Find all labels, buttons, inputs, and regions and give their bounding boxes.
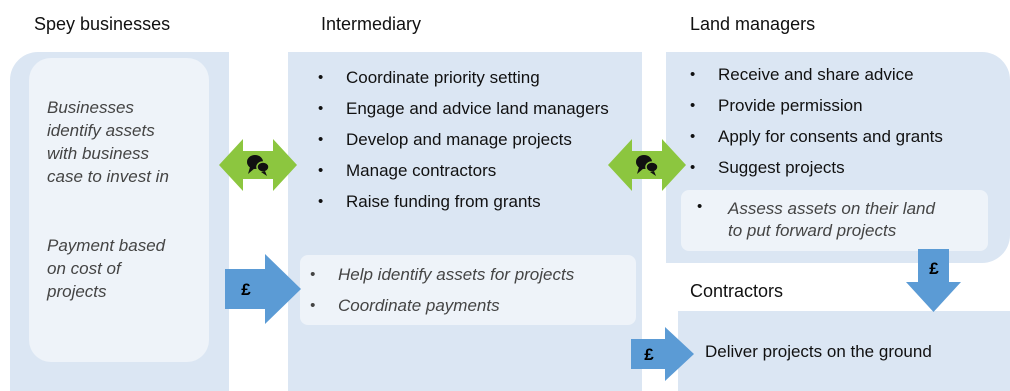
intermediary-role: Coordinate priority setting (308, 62, 643, 93)
land-managers-sub-role: Assess assets on their land to put forwa… (728, 198, 988, 242)
spey-inner-box: Businesses identify assets with business… (29, 58, 209, 362)
spey-text-assets-line: Businesses (47, 98, 134, 117)
heading-contractors: Contractors (690, 281, 784, 301)
intermediary-role: Engage and advice land managers (308, 93, 643, 124)
land-managers-panel: Receive and share advice Provide permiss… (666, 52, 1010, 263)
pound-icon: £ (644, 345, 654, 364)
land-managers-role: Suggest projects (680, 152, 1010, 183)
land-managers-role: Apply for consents and grants (680, 121, 1010, 152)
spey-text-assets: Businesses identify assets with business… (47, 96, 212, 188)
intermediary-sub-role-list: Help identify assets for projects Coordi… (300, 259, 636, 321)
payment-arrow-spey-intermediary: £ (225, 254, 301, 324)
intermediary-role: Develop and manage projects (308, 124, 643, 155)
pound-icon: £ (929, 259, 939, 278)
land-managers-role: Receive and share advice (680, 59, 1010, 90)
spey-text-payment-line: on cost of (47, 259, 121, 278)
speech-bubbles-icon (636, 155, 659, 176)
spey-text-payment: Payment based on cost of projects (47, 234, 212, 303)
intermediary-role: Raise funding from grants (308, 186, 643, 217)
spey-text-assets-line: identify assets (47, 121, 155, 140)
heading-land-managers: Land managers (690, 14, 816, 34)
land-managers-role: Provide permission (680, 90, 1010, 121)
intermediary-sub-box: Help identify assets for projects Coordi… (300, 255, 636, 325)
intermediary-sub-role: Help identify assets for projects (300, 259, 636, 290)
land-managers-sub-bullet: • (697, 198, 703, 215)
exchange-arrow-spey-intermediary (219, 139, 297, 191)
spey-text-assets-line: case to invest in (47, 167, 169, 186)
land-managers-sub-role-line: to put forward projects (728, 221, 897, 240)
contractors-panel: Deliver projects on the ground (678, 311, 1010, 391)
payment-arrow-intermediary-contractors: £ (631, 327, 694, 381)
land-managers-role-list: Receive and share advice Provide permiss… (680, 59, 1010, 183)
payment-arrow-landmanagers-contractors: £ (906, 249, 961, 312)
contractors-role: Deliver projects on the ground (705, 342, 932, 361)
pound-icon: £ (241, 280, 251, 299)
land-managers-sub-box: • Assess assets on their land to put for… (681, 190, 988, 251)
spey-text-assets-line: with business (47, 144, 150, 163)
heading-intermediary: Intermediary (321, 14, 422, 34)
intermediary-role: Manage contractors (308, 155, 643, 186)
spey-text-payment-line: Payment based (47, 236, 166, 255)
intermediary-sub-role: Coordinate payments (300, 290, 636, 321)
speech-bubbles-icon (247, 155, 270, 176)
land-managers-sub-role-line: Assess assets on their land (728, 199, 935, 218)
intermediary-role-list: Coordinate priority setting Engage and a… (308, 62, 643, 217)
spey-text-payment-line: projects (47, 282, 107, 301)
intermediary-panel: Coordinate priority setting Engage and a… (288, 52, 642, 391)
heading-spey-businesses: Spey businesses (34, 14, 171, 34)
exchange-arrow-intermediary-landmanagers (608, 139, 686, 191)
